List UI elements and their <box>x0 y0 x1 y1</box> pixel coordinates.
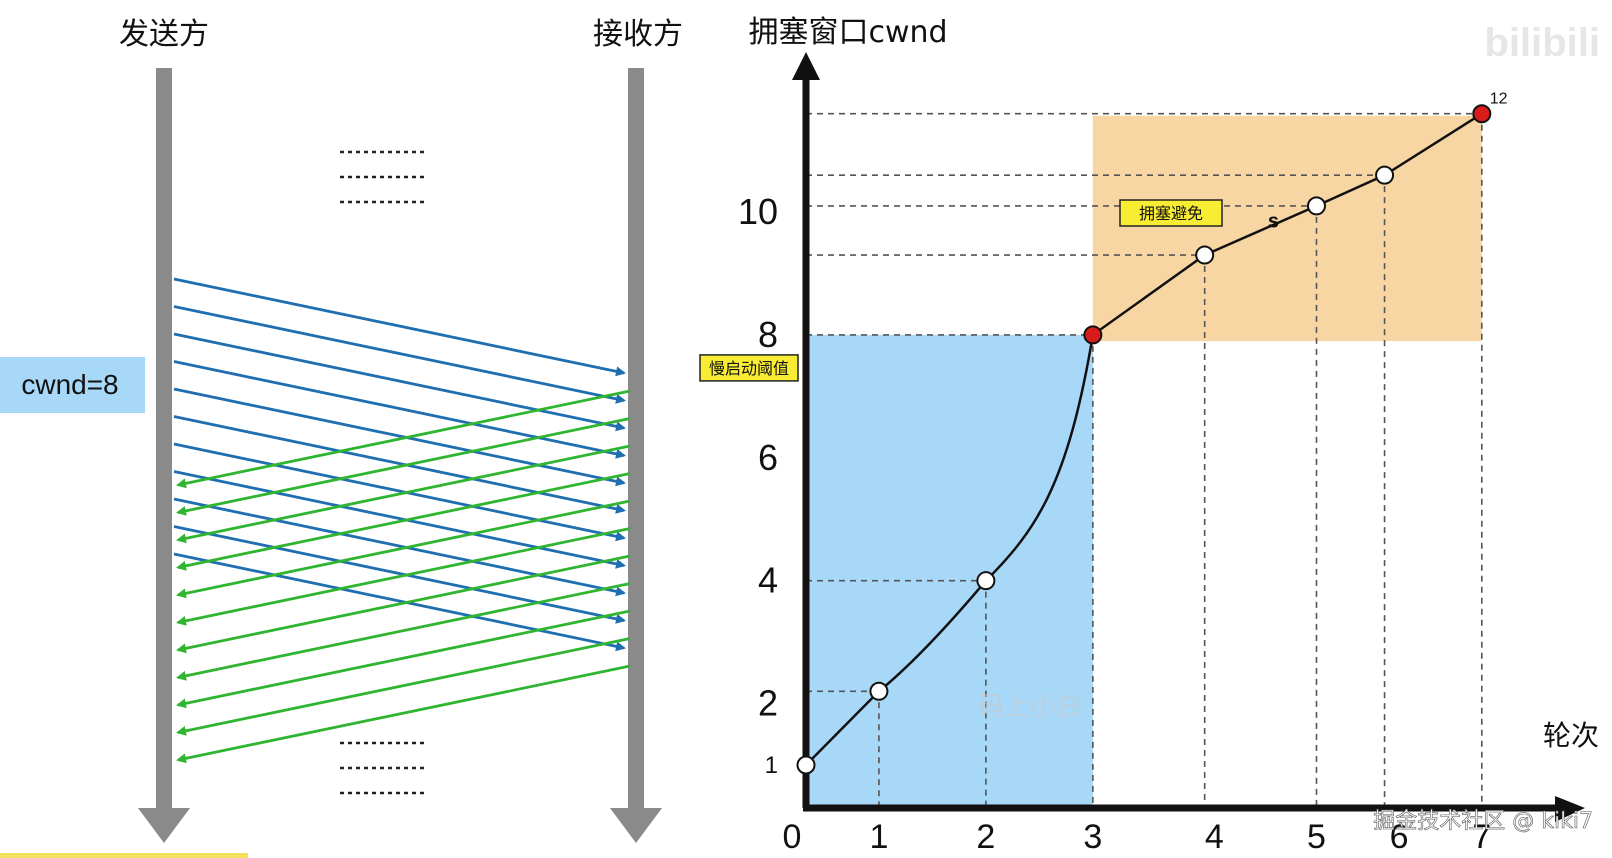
receiver-label: 接收方 <box>593 17 683 52</box>
dashed-guides <box>806 112 1483 808</box>
y-tick-labels: 1 2 4 6 8 10 <box>738 191 778 779</box>
cwnd-point <box>796 755 816 775</box>
data-segment-arrow <box>173 497 626 597</box>
watermark-top: bilibili <box>1484 21 1600 65</box>
data-segment-arrow <box>173 552 626 652</box>
cwnd-points <box>796 104 1492 775</box>
cwnd-point <box>1306 196 1326 216</box>
y-tick-label: 1 <box>765 752 778 779</box>
ack-arrow <box>176 499 631 599</box>
sequence-diagram: 发送方 接收方 cwnd=8 <box>0 17 683 858</box>
x-tick-label: 4 <box>1205 818 1224 856</box>
data-segment-arrow <box>173 387 626 487</box>
sender-label: 发送方 <box>119 17 209 52</box>
cwnd-point <box>976 571 996 591</box>
y-tick-label: 2 <box>758 683 778 724</box>
x-tick-label: 2 <box>976 818 995 856</box>
ack-arrows <box>176 389 631 764</box>
data-segment-arrow <box>173 332 626 432</box>
data-arrows <box>173 277 626 652</box>
slow-start-label: 慢启动阈值 <box>709 359 789 378</box>
x-axis-title: 轮次 <box>1543 719 1599 752</box>
x-tick-label: 0 <box>783 818 802 856</box>
y-tick-label: 4 <box>758 560 778 601</box>
ack-arrow <box>176 609 631 709</box>
congestion-avoid-tag: 拥塞避免 <box>1119 199 1223 227</box>
y-axis-title: 拥塞窗口cwnd <box>748 15 947 50</box>
x-tick-label: 5 <box>1307 818 1326 856</box>
sender-timeline-arrowhead <box>138 808 190 843</box>
data-segment-arrow <box>173 525 626 624</box>
cwnd-curve <box>805 112 1483 766</box>
data-segment-arrow <box>173 305 626 404</box>
slow-start-tag: 慢启动阈值 <box>699 354 799 382</box>
ellipsis-top <box>340 150 428 204</box>
annotation-s: s <box>1268 210 1279 232</box>
sender-timeline <box>156 68 172 808</box>
y-tick-label: 10 <box>738 191 778 232</box>
yellow-bar <box>0 853 248 858</box>
ack-arrow <box>176 664 631 764</box>
data-segment-arrow <box>173 277 626 377</box>
receiver-timeline <box>628 68 644 808</box>
ack-arrow <box>176 472 631 571</box>
watermark-center: 码上小白 <box>978 692 1082 722</box>
ack-arrow <box>176 389 631 489</box>
point-label-12: 12 <box>1490 91 1508 108</box>
ack-arrow <box>176 582 631 681</box>
data-segment-arrow <box>173 470 626 569</box>
ack-arrow <box>176 417 631 516</box>
ellipsis-bottom <box>340 741 428 795</box>
y-tick-label: 8 <box>758 314 778 355</box>
y-axis-arrowhead <box>792 52 820 80</box>
ack-arrow <box>176 554 631 654</box>
congestion-avoid-label: 拥塞避免 <box>1139 204 1203 223</box>
threshold-point <box>1083 325 1103 345</box>
slow-start-region <box>806 334 1093 808</box>
watermark-bottom: 掘金技术社区 @ kiki7 <box>1373 809 1593 834</box>
y-tick-label: 6 <box>758 437 778 478</box>
ack-arrow <box>176 637 631 736</box>
data-segment-arrow <box>173 360 626 459</box>
x-tick-label: 3 <box>1083 818 1102 856</box>
cwnd-point <box>1195 245 1215 265</box>
threshold-point <box>1472 104 1492 124</box>
data-segment-arrow <box>173 442 626 542</box>
x-axis-arrowhead <box>1555 796 1585 822</box>
cwnd-point <box>1375 165 1395 185</box>
x-tick-label: 7 <box>1472 818 1491 856</box>
ack-arrow <box>176 444 631 544</box>
cwnd-box <box>0 357 145 413</box>
x-tick-labels: 0 1 2 3 4 5 6 7 <box>783 818 1492 856</box>
x-tick-label: 1 <box>869 818 888 856</box>
cwnd-label: cwnd=8 <box>21 369 118 400</box>
ack-arrow <box>176 527 631 626</box>
data-segment-arrow <box>173 415 626 514</box>
x-tick-label: 6 <box>1390 818 1409 856</box>
cwnd-point <box>869 681 889 701</box>
receiver-timeline-arrowhead <box>610 808 662 843</box>
